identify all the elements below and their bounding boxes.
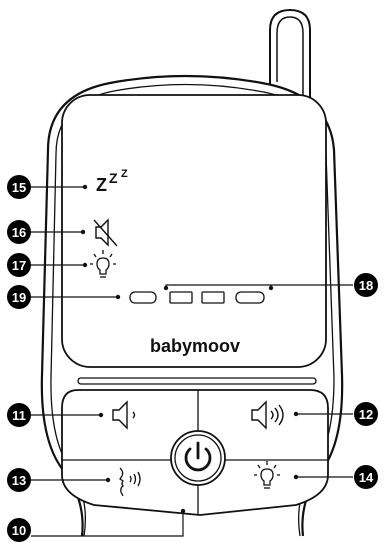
speaker-slot — [77, 377, 317, 385]
speaker-low-icon — [112, 400, 128, 430]
talk-face-icon — [119, 467, 125, 497]
sleep-z-large: Z — [96, 175, 107, 195]
callout-10: 10 — [7, 518, 31, 542]
callout-12-label: 12 — [359, 407, 373, 422]
callout-11-label: 11 — [12, 408, 26, 423]
antenna — [269, 8, 311, 100]
callout-16: 16 — [7, 220, 31, 244]
speaker-high-icon — [251, 400, 267, 430]
brand-logo: babymoov — [150, 336, 240, 356]
night-light-indicator-icon — [90, 250, 116, 278]
night-light-button[interactable] — [254, 461, 280, 489]
power-button[interactable] — [170, 430, 226, 486]
callout-14: 14 — [354, 465, 378, 489]
mute-icon — [93, 218, 118, 247]
sleep-z-medium: Z — [109, 170, 118, 186]
callout-11: 11 — [7, 403, 31, 427]
sound-level-leds — [129, 291, 265, 304]
callout-17: 17 — [7, 253, 31, 277]
sleep-indicator: Z Z Z — [96, 168, 128, 195]
callout-17-label: 17 — [12, 258, 26, 273]
volume-down-button[interactable] — [112, 400, 136, 430]
callout-14-label: 14 — [359, 470, 374, 485]
volume-up-button[interactable] — [251, 400, 284, 430]
link-indicator-led — [129, 291, 157, 304]
callout-19-label: 19 — [12, 290, 26, 305]
callout-13: 13 — [7, 468, 31, 492]
sleep-z-small: Z — [121, 168, 128, 180]
screen — [61, 94, 327, 368]
antenna-inner — [276, 16, 304, 98]
callout-13-label: 13 — [12, 473, 26, 488]
callout-19: 19 — [7, 285, 31, 309]
callout-18: 18 — [354, 273, 378, 297]
callout-16-label: 16 — [12, 225, 26, 240]
callout-12: 12 — [354, 402, 378, 426]
callout-10-label: 10 — [12, 523, 26, 538]
sound-led-2 — [201, 291, 225, 304]
power-icon — [184, 447, 212, 472]
callout-15-label: 15 — [12, 180, 26, 195]
talk-back-button[interactable] — [119, 467, 141, 497]
light-bulb-icon — [260, 468, 274, 486]
sound-led-1 — [169, 291, 193, 304]
callout-18-label: 18 — [359, 278, 373, 293]
sound-led-3 — [235, 291, 265, 304]
leader-dots — [80, 184, 299, 514]
callout-15: 15 — [7, 175, 31, 199]
